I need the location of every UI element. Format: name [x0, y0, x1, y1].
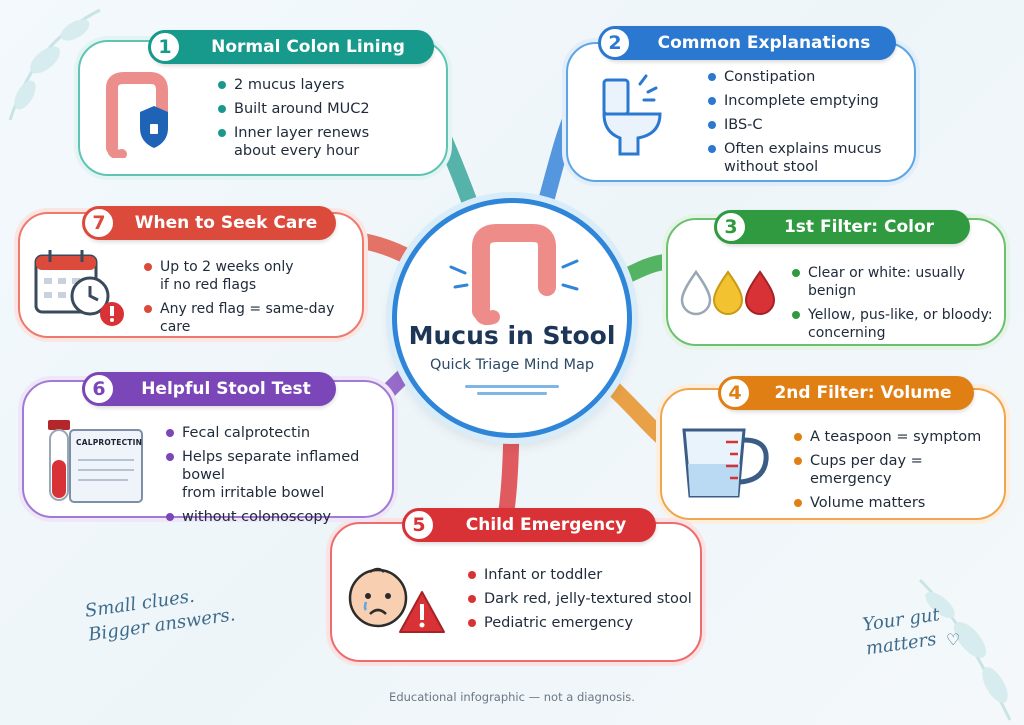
node-title-pill-2: 2 Common Explanations	[598, 26, 896, 60]
footer-disclaimer: Educational infographic — not a diagnosi…	[389, 690, 635, 704]
heart-icon: ♡	[946, 630, 961, 649]
bullet-item: Clear or white: usually benign	[790, 264, 1004, 300]
bullet-item: Inner layer renews about every hour	[216, 124, 436, 160]
bullet-item: Dark red, jelly-textured stool	[466, 590, 698, 608]
bullet-item: Incomplete emptying	[706, 92, 906, 110]
node-card-2	[566, 42, 916, 182]
bullet-item: Infant or toddler	[466, 566, 698, 584]
test-label: CALPROTECTIN	[76, 438, 143, 447]
bullet-item: Cups per day = emergency	[792, 452, 1002, 488]
node-number-1: 1	[148, 30, 182, 64]
bullet-item: without colonoscopy	[164, 508, 388, 526]
crying-baby-icon	[348, 567, 445, 633]
node-title-pill-6: 6 Helpful Stool Test	[82, 372, 336, 406]
center-node: Mucus in Stool Quick Triage Mind Map	[392, 198, 632, 438]
bullet-item: Any red flag = same-day care	[142, 300, 360, 336]
node-bullets-6: Fecal calprotectin Helps separate inflam…	[164, 424, 388, 532]
droplets-icon	[680, 269, 776, 316]
node-bullets-3: Clear or white: usually benign Yellow, p…	[790, 264, 1004, 348]
leaf-decoration-icon	[8, 8, 101, 121]
node-number-7: 7	[82, 206, 116, 240]
node-bullets-7: Up to 2 weeks only if no red flags Any r…	[142, 258, 360, 342]
bullet-item: Volume matters	[792, 494, 1002, 512]
bullet-item: Up to 2 weeks only if no red flags	[142, 258, 360, 294]
node-number-5: 5	[402, 508, 436, 542]
node-number-4: 4	[718, 376, 752, 410]
node-title-pill-5: 5 Child Emergency	[402, 508, 656, 542]
node-title-pill-7: 7 When to Seek Care	[82, 206, 336, 240]
bullet-item: Fecal calprotectin	[164, 424, 388, 442]
bullet-item: 2 mucus layers	[216, 76, 436, 94]
leaf-decoration-icon	[918, 578, 1012, 721]
node-number-3: 3	[714, 210, 748, 244]
test-tube-icon	[48, 420, 143, 503]
node-title-5: Child Emergency	[465, 515, 627, 535]
node-title-pill-4: 4 2nd Filter: Volume	[718, 376, 974, 410]
bullet-item: Often explains mucus without stool	[706, 140, 906, 176]
bullet-item: IBS-C	[706, 116, 906, 134]
node-title-pill-1: 1 Normal Colon Lining	[148, 30, 434, 64]
node-number-2: 2	[598, 26, 632, 60]
bullet-item: A teaspoon = symptom	[792, 428, 1002, 446]
bullet-item: Constipation	[706, 68, 906, 86]
node-title-7: When to Seek Care	[134, 213, 318, 233]
bullet-item: Helps separate inflamed bowel from irrit…	[164, 448, 388, 502]
colon-icon	[449, 224, 579, 326]
node-bullets-5: Infant or toddler Dark red, jelly-textur…	[466, 566, 698, 638]
center-underline	[465, 385, 559, 388]
node-bullets-1: 2 mucus layers Built around MUC2 Inner l…	[216, 76, 436, 166]
node-title-pill-3: 3 1st Filter: Color	[714, 210, 970, 244]
center-underline	[477, 392, 547, 395]
calendar-clock-icon	[34, 250, 124, 326]
node-title-1: Normal Colon Lining	[211, 37, 405, 57]
bullet-item: Built around MUC2	[216, 100, 436, 118]
node-title-3: 1st Filter: Color	[783, 217, 935, 237]
node-title-4: 2nd Filter: Volume	[774, 383, 952, 403]
toilet-icon	[602, 74, 662, 156]
center-subtitle: Quick Triage Mind Map	[429, 357, 595, 373]
node-title-2: Common Explanations	[657, 33, 871, 53]
bullet-item: Pediatric emergency	[466, 614, 698, 632]
center-title: Mucus in Stool	[408, 321, 616, 350]
bullet-item: Yellow, pus-like, or bloody: concerning	[790, 306, 1004, 342]
measuring-cup-icon	[682, 428, 769, 498]
node-title-6: Helpful Stool Test	[141, 379, 311, 399]
node-bullets-4: A teaspoon = symptom Cups per day = emer…	[792, 428, 1002, 518]
node-bullets-2: Constipation Incomplete emptying IBS-C O…	[706, 68, 906, 182]
colon-shield-icon	[106, 72, 168, 158]
node-number-6: 6	[82, 372, 116, 406]
